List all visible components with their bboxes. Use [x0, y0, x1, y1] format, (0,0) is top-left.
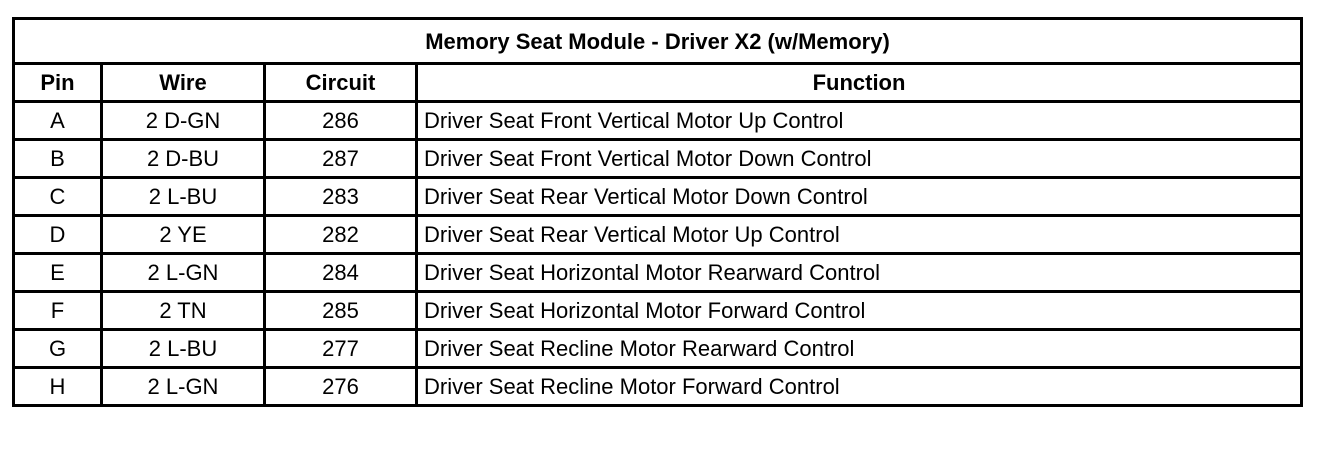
function-cell: Driver Seat Front Vertical Motor Down Co…: [415, 138, 1303, 179]
function-cell: Driver Seat Front Vertical Motor Up Cont…: [415, 100, 1303, 141]
wire-cell: 2 YE: [100, 214, 266, 255]
pin-cell: D: [12, 214, 103, 255]
connector-table-container: Memory Seat Module - Driver X2 (w/Memory…: [12, 17, 1303, 407]
header-wire: Wire: [100, 62, 266, 103]
table-row: H 2 L-GN 276 Driver Seat Recline Motor F…: [12, 366, 1303, 407]
wire-cell: 2 L-BU: [100, 328, 266, 369]
pin-cell: E: [12, 252, 103, 293]
wire-cell: 2 D-GN: [100, 100, 266, 141]
table-row: F 2 TN 285 Driver Seat Horizontal Motor …: [12, 290, 1303, 331]
pin-cell: C: [12, 176, 103, 217]
wire-cell: 2 L-BU: [100, 176, 266, 217]
connector-pinout-table: Memory Seat Module - Driver X2 (w/Memory…: [12, 17, 1303, 407]
table-row: G 2 L-BU 277 Driver Seat Recline Motor R…: [12, 328, 1303, 369]
table-row: D 2 YE 282 Driver Seat Rear Vertical Mot…: [12, 214, 1303, 255]
header-function: Function: [415, 62, 1303, 103]
circuit-cell: 286: [263, 100, 418, 141]
table-row: B 2 D-BU 287 Driver Seat Front Vertical …: [12, 138, 1303, 179]
table-title: Memory Seat Module - Driver X2 (w/Memory…: [12, 17, 1303, 65]
function-cell: Driver Seat Recline Motor Rearward Contr…: [415, 328, 1303, 369]
header-circuit: Circuit: [263, 62, 418, 103]
function-cell: Driver Seat Recline Motor Forward Contro…: [415, 366, 1303, 407]
function-cell: Driver Seat Horizontal Motor Rearward Co…: [415, 252, 1303, 293]
circuit-cell: 283: [263, 176, 418, 217]
table-header-row: Pin Wire Circuit Function: [12, 62, 1303, 103]
function-cell: Driver Seat Horizontal Motor Forward Con…: [415, 290, 1303, 331]
function-cell: Driver Seat Rear Vertical Motor Down Con…: [415, 176, 1303, 217]
circuit-cell: 285: [263, 290, 418, 331]
pin-cell: F: [12, 290, 103, 331]
table-row: C 2 L-BU 283 Driver Seat Rear Vertical M…: [12, 176, 1303, 217]
wire-cell: 2 TN: [100, 290, 266, 331]
pin-cell: H: [12, 366, 103, 407]
wire-cell: 2 D-BU: [100, 138, 266, 179]
circuit-cell: 277: [263, 328, 418, 369]
wire-cell: 2 L-GN: [100, 252, 266, 293]
table-row: E 2 L-GN 284 Driver Seat Horizontal Moto…: [12, 252, 1303, 293]
header-pin: Pin: [12, 62, 103, 103]
pin-cell: A: [12, 100, 103, 141]
pin-cell: B: [12, 138, 103, 179]
circuit-cell: 276: [263, 366, 418, 407]
table-title-row: Memory Seat Module - Driver X2 (w/Memory…: [12, 17, 1303, 65]
circuit-cell: 284: [263, 252, 418, 293]
circuit-cell: 282: [263, 214, 418, 255]
circuit-cell: 287: [263, 138, 418, 179]
pin-cell: G: [12, 328, 103, 369]
function-cell: Driver Seat Rear Vertical Motor Up Contr…: [415, 214, 1303, 255]
wire-cell: 2 L-GN: [100, 366, 266, 407]
table-row: A 2 D-GN 286 Driver Seat Front Vertical …: [12, 100, 1303, 141]
